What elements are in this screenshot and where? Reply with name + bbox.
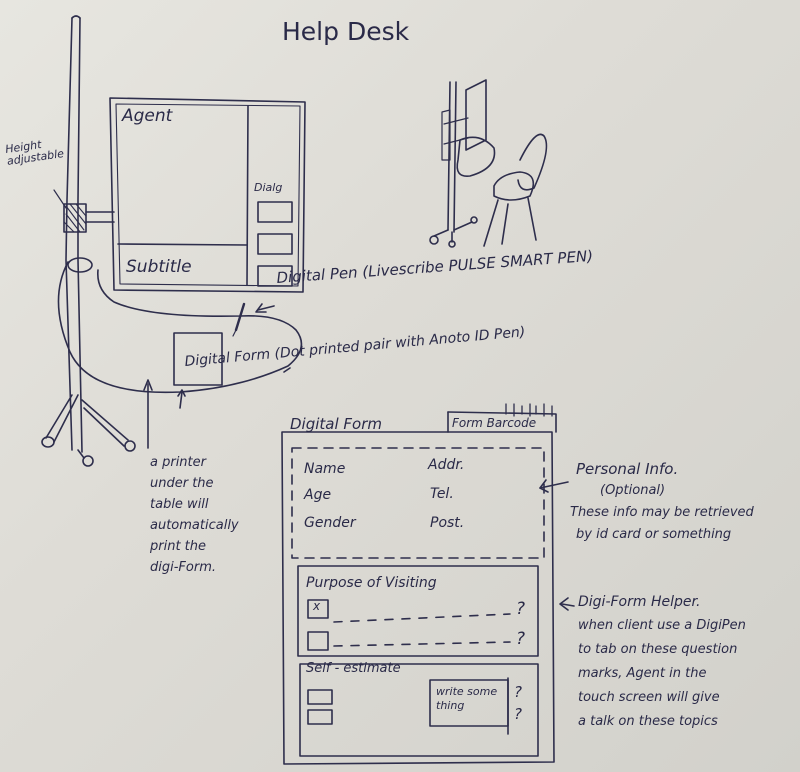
self-question-mark-2: ? — [514, 705, 522, 723]
field-address: Addr. — [428, 457, 465, 473]
self-estimate-box — [299, 663, 539, 757]
digital-form-diagram — [281, 403, 575, 765]
field-post: Post. — [430, 515, 465, 531]
digital-form-sheet — [173, 332, 223, 386]
form-title: Digital Form — [290, 415, 382, 433]
dialog-label: Dialg — [254, 181, 283, 194]
self-question-mark-1: ? — [514, 683, 522, 701]
field-age: Age — [304, 487, 332, 503]
purpose-box — [297, 565, 539, 657]
field-tel: Tel. — [430, 486, 454, 502]
purpose-title: Purpose of Visiting — [306, 575, 437, 591]
purpose-question-mark-1: ? — [516, 599, 526, 619]
subtitle-label: Subtitle — [126, 257, 192, 277]
field-name: Name — [304, 461, 346, 477]
height-clamp — [53, 189, 115, 233]
form-barcode-tab: Form Barcode — [452, 416, 537, 430]
agent-screen — [109, 97, 306, 293]
digi-form-helper-note: Digi-Form Helper. when client use a Digi… — [578, 594, 746, 729]
stand-legs — [41, 394, 136, 467]
chair-illustration — [429, 79, 548, 248]
purpose-question-mark-2: ? — [516, 629, 526, 649]
diagram-title: Help Desk — [282, 17, 410, 46]
printer-note: a printer under the table will automatic… — [150, 455, 239, 575]
desk-table — [57, 257, 303, 449]
write-something-box: write some thing — [436, 685, 498, 712]
field-gender: Gender — [304, 515, 356, 531]
purpose-check-mark: x — [313, 599, 321, 613]
personal-info-box — [291, 447, 545, 559]
stand-pole — [65, 15, 83, 453]
agent-label: Agent — [122, 106, 173, 126]
self-estimate-title: Self - estimate — [306, 661, 401, 676]
personal-info-note: Personal Info. (Optional) These info may… — [570, 460, 754, 542]
